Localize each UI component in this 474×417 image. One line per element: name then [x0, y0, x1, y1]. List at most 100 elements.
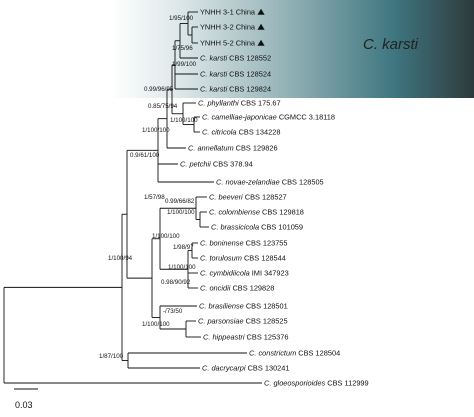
taxon-strain: CBS 129818 [262, 208, 304, 217]
support-value: 1/95/100 [169, 15, 194, 22]
support-value: 1/100/100 [168, 264, 196, 271]
taxon-species-name: C. boninense [200, 239, 246, 248]
support-value: 1/100/100 [142, 321, 170, 328]
support-value: 1/99/100 [172, 61, 197, 68]
taxon-strain: CBS 175.67 [241, 99, 281, 108]
taxon-label: C. karsti CBS 128552 [200, 54, 271, 63]
taxon-strain: CBS 129828 [232, 284, 274, 293]
support-value: 0.98/90/92 [161, 279, 191, 286]
taxon-species-name: C. colombiense [209, 208, 262, 217]
taxon-label: C. boninense CBS 123755 [200, 239, 288, 248]
taxon-label: YNHH 3-1 China [200, 8, 256, 17]
taxon-strain: CBS 123755 [246, 239, 288, 248]
triangle-marker-icon [257, 39, 265, 46]
taxon-label: C. oncidii CBS 129828 [200, 284, 274, 293]
taxon-label: YNHH 3-2 China [200, 23, 256, 32]
branches [3, 11, 262, 384]
support-value: 1/100/94 [108, 255, 133, 262]
clade-highlight-box [110, 0, 474, 98]
taxon-species-name: C. parsonsiae [198, 317, 246, 326]
taxon-species-name: C. citricola [202, 128, 239, 137]
taxon-label: C. petchii CBS 378.94 [180, 160, 253, 169]
support-value: 1/100/100 [170, 117, 198, 124]
triangle-marker-icon [257, 8, 265, 15]
taxon-strain: YNHH 3-2 China [200, 23, 256, 32]
taxon-label: C. citricola CBS 134228 [202, 128, 280, 137]
taxon-label: C. colombiense CBS 129818 [209, 208, 304, 217]
taxon-species-name: C. cymbidiicola [200, 269, 252, 278]
taxon-label: C. beeveri CBS 128527 [209, 193, 287, 202]
taxon-species-name: C. beeveri [209, 193, 245, 202]
taxon-species-name: C. annellatum [188, 144, 236, 153]
taxon-strain: IMI 347923 [252, 269, 289, 278]
taxon-label: C. hippeastri CBS 125376 [203, 333, 288, 342]
taxon-strain: CBS 129826 [236, 144, 278, 153]
taxon-species-name: C. torulosum [200, 254, 244, 263]
taxon-strain: YNHH 5-2 China [200, 39, 256, 48]
taxon-species-name: C. karsti [200, 54, 229, 63]
taxon-strain: CBS 125376 [247, 333, 289, 342]
taxon-species-name: C. oncidii [200, 284, 232, 293]
taxon-species-name: C. phyllanthi [198, 99, 241, 108]
taxon-species-name: C. dacrycarpi [202, 364, 248, 373]
taxon-strain: CBS 128501 [246, 302, 288, 311]
taxon-species-name: C. gloeosporioides [264, 379, 327, 388]
support-value: 0.9/61/100 [130, 152, 160, 159]
taxon-label: YNHH 5-2 China [200, 39, 256, 48]
taxon-species-name: C. brasiliense [199, 302, 246, 311]
taxon-label: C. annellatum CBS 129826 [188, 144, 278, 153]
support-value: 0.85/75/94 [148, 103, 178, 110]
taxon-label: C. gloeosporioides CBS 112999 [264, 379, 369, 388]
taxon-strain: CBS 378.94 [213, 160, 253, 169]
support-values: 1/95/100 1/75/96 1/99/100 0.99/96/95 0.85/75… [99, 15, 198, 360]
taxon-label: C. torulosum CBS 128544 [200, 254, 286, 263]
taxon-label: C. brasiliense CBS 128501 [199, 302, 288, 311]
taxon-species-name: C. karsti [200, 70, 229, 79]
triangle-marker-icon [257, 23, 265, 30]
taxon-species-name: C. constrictum [249, 349, 298, 358]
taxon-label: C. brassicicola CBS 101059 [211, 223, 303, 232]
taxon-strain: CBS 128527 [245, 193, 287, 202]
support-value: 1/75/96 [172, 45, 193, 52]
scale-bar-label: 0.03 [15, 400, 33, 410]
taxon-label: C. karsti CBS 128524 [200, 70, 271, 79]
taxon-strain: CBS 128544 [244, 254, 286, 263]
taxon-species-name: C. karsti [200, 85, 229, 94]
taxon-species-name: C. brassicicola [211, 223, 261, 232]
taxon-species-name: C. novae-zelandiae [216, 178, 282, 187]
taxon-species-name: C. hippeastri [203, 333, 247, 342]
taxon-strain: CBS 112999 [327, 379, 368, 388]
clade-label: C. karsti [363, 36, 419, 53]
support-value: 1/100/100 [142, 127, 170, 134]
taxon-label: C. cymbidiicola IMI 347923 [200, 269, 289, 278]
taxon-strain: CBS 128525 [246, 317, 288, 326]
support-value: 1/100/100 [152, 233, 180, 240]
taxon-label: C. constrictum CBS 128504 [249, 349, 340, 358]
taxon-strain: CGMCC 3.18118 [279, 113, 335, 122]
support-value: 1/98/97 [173, 244, 194, 251]
taxon-label: C. camelliae-japonicae CGMCC 3.18118 [202, 113, 335, 122]
support-value: -/73/50 [163, 308, 183, 315]
support-value: 1/87/100 [99, 353, 124, 360]
taxon-strain: CBS 130241 [248, 364, 290, 373]
support-value: 1/100/100 [167, 209, 195, 216]
taxon-strain: YNHH 3-1 China [200, 8, 256, 17]
taxon-strain: CBS 101059 [261, 223, 303, 232]
taxon-label: C. phyllanthi CBS 175.67 [198, 99, 281, 108]
taxon-strain: CBS 129824 [229, 85, 271, 94]
taxon-label: C. parsonsiae CBS 128525 [198, 317, 288, 326]
taxon-strain: CBS 128552 [229, 54, 271, 63]
taxon-label: C. dacrycarpi CBS 130241 [202, 364, 290, 373]
taxon-strain: CBS 134228 [239, 128, 281, 137]
support-value: 1/57/98 [144, 194, 165, 201]
taxon-strain: CBS 128524 [229, 70, 271, 79]
taxon-species-name: C. camelliae-japonicae [202, 113, 279, 122]
taxon-label: C. karsti CBS 129824 [200, 85, 271, 94]
support-value: 0.99/66/82 [165, 198, 195, 205]
support-value: 0.99/96/95 [144, 86, 174, 93]
taxon-strain: CBS 128505 [282, 178, 324, 187]
taxon-species-name: C. petchii [180, 160, 213, 169]
